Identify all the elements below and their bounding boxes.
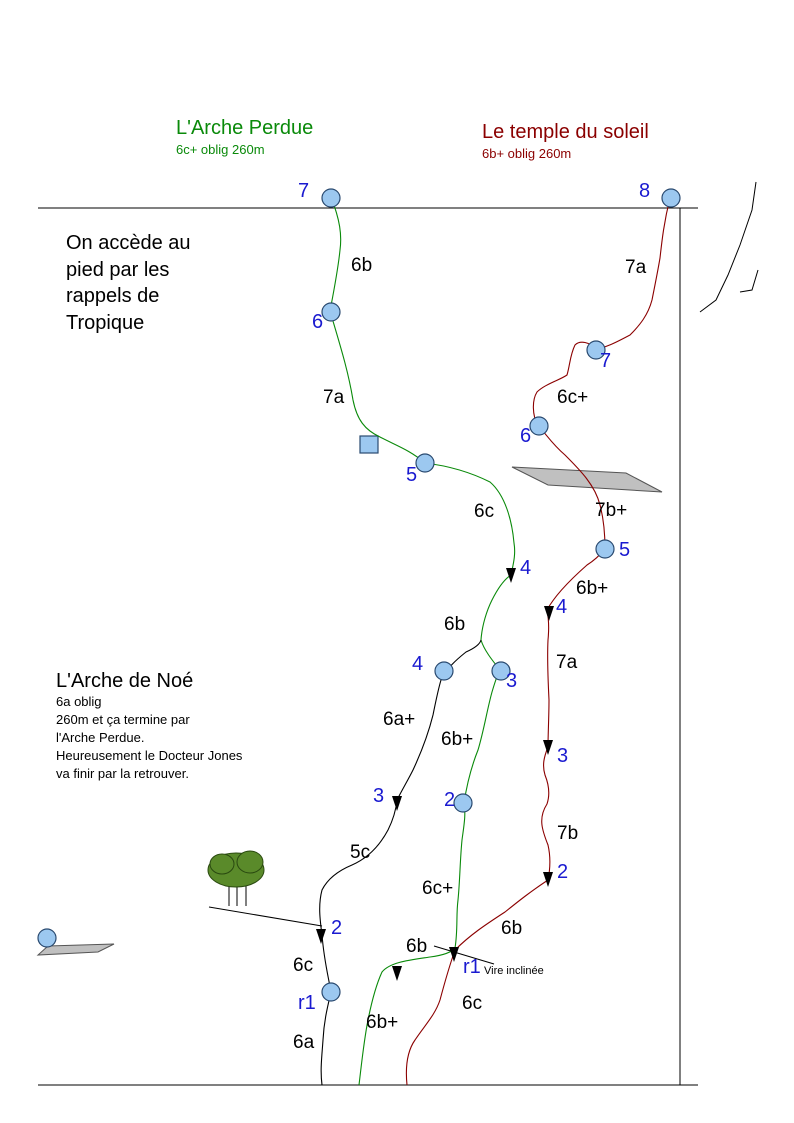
arrow-green-4: [506, 568, 516, 583]
grade-red-l2: 6b: [501, 918, 522, 939]
red-route-line: [405, 197, 671, 1086]
stand-red-7: 7: [600, 350, 611, 372]
belay-green-7: [321, 188, 341, 208]
black-route-line-5: va finir par la retrouver.: [56, 766, 189, 781]
black-route-line-4: Heureusement le Docteur Jones: [56, 748, 243, 763]
arrow-red-r1: [449, 947, 459, 962]
stand-green-6: 6: [312, 311, 323, 333]
ledge-left: [36, 943, 115, 956]
intro-line-4: Tropique: [66, 312, 144, 334]
stand-green-7: 7: [298, 180, 309, 202]
stand-red-r1: r1: [463, 956, 481, 978]
stand-red-5: 5: [619, 539, 630, 561]
dihedral-sketch-small: [739, 269, 759, 293]
arrow-red-2: [543, 872, 553, 887]
intro-line-1: On accède au: [66, 232, 191, 254]
belay-left-ledge: [37, 928, 57, 948]
black-route-line-3: l'Arche Perdue.: [56, 730, 144, 745]
stand-green-2: 2: [444, 789, 455, 811]
tree-icon: [207, 850, 265, 906]
belay-red-5: [595, 539, 615, 559]
stand-black-4: 4: [412, 653, 423, 675]
arrow-black-2: [316, 929, 326, 944]
grade-green-l2: 6c+: [422, 878, 453, 899]
arrow-green-r1: [392, 966, 402, 981]
grade-red-l6: 7b+: [595, 500, 627, 521]
grade-red-l5: 6b+: [576, 578, 608, 599]
stand-red-4: 4: [556, 596, 567, 618]
grade-green-l7: 6b: [351, 255, 372, 276]
grade-green-l3: 6b+: [441, 729, 473, 750]
grade-black-l2: 6c: [293, 955, 313, 976]
tree-ledge-line: [208, 906, 323, 927]
stand-red-8: 8: [639, 180, 650, 202]
stand-black-2: 2: [331, 917, 342, 939]
belay-black-4: [434, 661, 454, 681]
grade-green-l1: 6b+: [366, 1012, 398, 1033]
belay-green-2: [453, 793, 473, 813]
intro-line-3: rappels de: [66, 285, 159, 307]
dihedral-sketch: [699, 181, 757, 313]
belay-green-3: [491, 661, 511, 681]
square-marker: [359, 435, 379, 454]
grade-red-l8: 7a: [625, 257, 647, 278]
green-route-title: L'Arche Perdue: [176, 117, 313, 139]
belay-red-8: [661, 188, 681, 208]
stand-red-2: 2: [557, 861, 568, 883]
stand-green-5: 5: [406, 464, 417, 486]
arrow-black-3: [392, 796, 402, 811]
grade-black-l3: 5c: [350, 842, 370, 863]
green-route-line: [329, 196, 516, 1086]
intro-line-2: pied par les: [66, 259, 169, 281]
vire-label: Vire inclinée: [484, 965, 544, 977]
arrow-red-4: [544, 606, 554, 621]
vire-line: [433, 945, 495, 965]
stand-red-3: 3: [557, 745, 568, 767]
stand-black-3: 3: [373, 785, 384, 807]
belay-red-6: [529, 416, 549, 436]
belay-red-7: [586, 340, 606, 360]
grade-red-l3: 7b: [557, 823, 578, 844]
grade-red-l7: 6c+: [557, 387, 588, 408]
red-route-subtitle: 6b+ oblig 260m: [482, 146, 571, 161]
stand-shared-4: 4: [520, 557, 531, 579]
grade-green-l4: 6b: [444, 614, 465, 635]
red-route-title: Le temple du soleil: [482, 121, 649, 143]
arrow-red-3: [543, 740, 553, 755]
black-route-line-1: 6a oblig: [56, 694, 102, 709]
grade-green-l5: 6c: [474, 501, 494, 522]
stand-green-3: 3: [506, 670, 517, 692]
grade-black-l1: 6a: [293, 1032, 315, 1053]
stand-red-6: 6: [520, 425, 531, 447]
grade-black-l5: 6b: [406, 936, 427, 957]
black-route-line-2: 260m et ça termine par: [56, 712, 190, 727]
grade-red-l1: 6c: [462, 993, 482, 1014]
black-route-line: [319, 639, 482, 1086]
belay-green-5: [415, 453, 435, 473]
green-route-subtitle: 6c+ oblig 260m: [176, 142, 265, 157]
stand-black-r1: r1: [298, 992, 316, 1014]
grade-green-l6: 7a: [323, 387, 345, 408]
belay-black-r1: [321, 982, 341, 1002]
grade-black-l4: 6a+: [383, 709, 415, 730]
grade-red-l4: 7a: [556, 652, 578, 673]
black-route-title: L'Arche de Noé: [56, 670, 193, 692]
belay-green-6: [321, 302, 341, 322]
